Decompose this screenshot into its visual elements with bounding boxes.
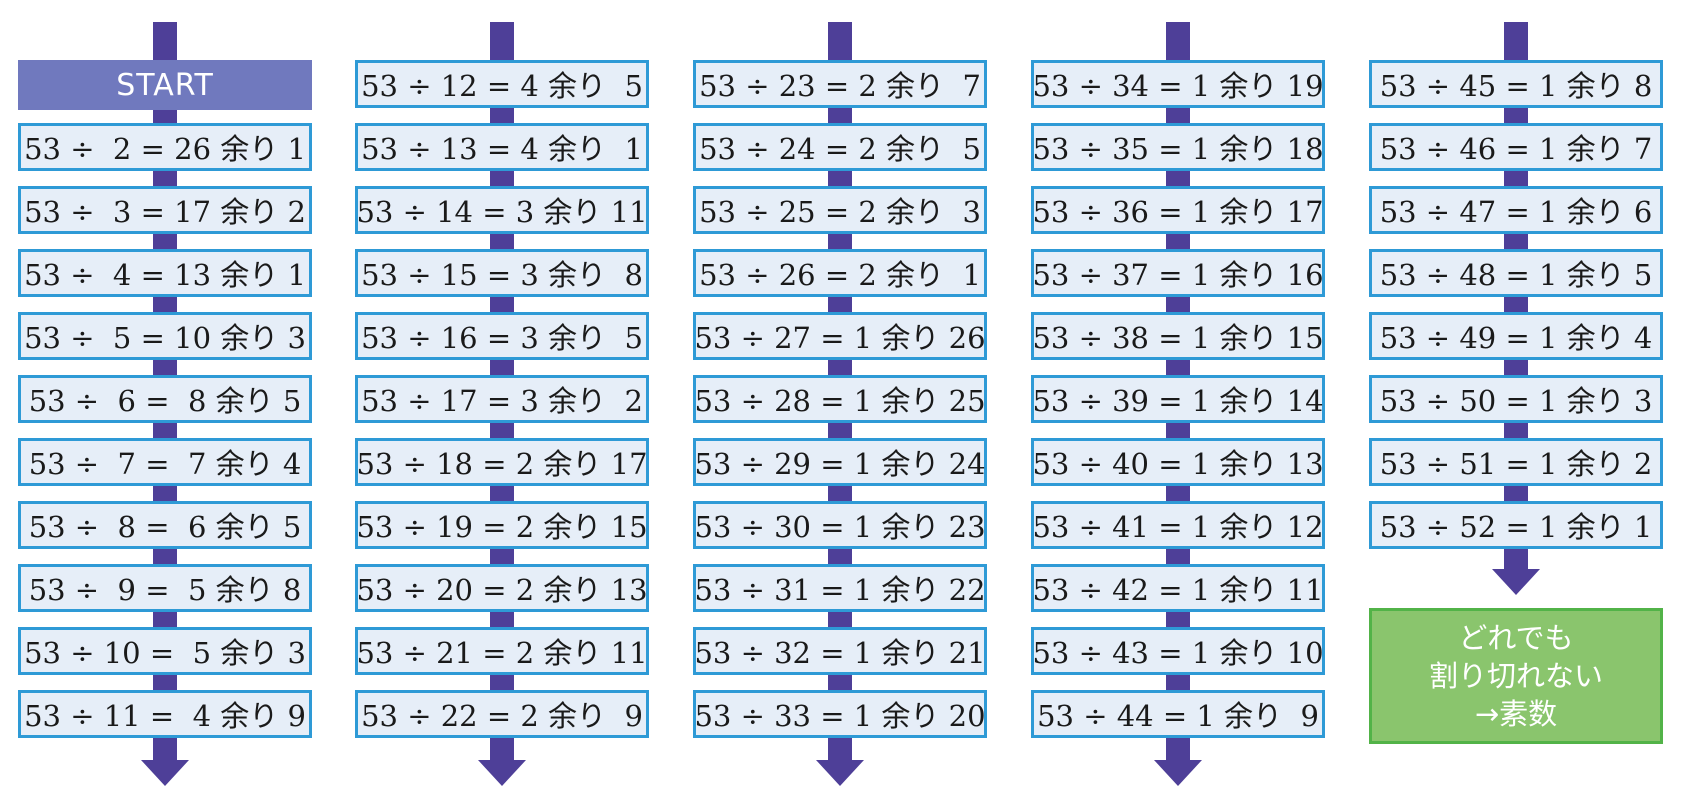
division-box: 53 ÷ 35 = 1 余り 18 bbox=[1031, 123, 1325, 171]
division-box: 53 ÷ 41 = 1 余り 12 bbox=[1031, 501, 1325, 549]
division-box: 53 ÷ 4 = 13 余り 1 bbox=[18, 249, 312, 297]
division-box: 53 ÷ 10 = 5 余り 3 bbox=[18, 627, 312, 675]
division-box: 53 ÷ 20 = 2 余り 13 bbox=[355, 564, 649, 612]
division-box: 53 ÷ 11 = 4 余り 9 bbox=[18, 690, 312, 738]
division-box: 53 ÷ 36 = 1 余り 17 bbox=[1031, 186, 1325, 234]
flow-column-1: START 53 ÷ 2 = 26 余り 1 53 ÷ 3 = 17 余り 2 53… bbox=[18, 0, 312, 809]
flow-column-2: 53 ÷ 12 = 4 余り 5 53 ÷ 13 = 4 余り 1 53 ÷ 14 … bbox=[355, 0, 649, 809]
division-box: 53 ÷ 33 = 1 余り 20 bbox=[693, 690, 987, 738]
division-box: 53 ÷ 9 = 5 余り 8 bbox=[18, 564, 312, 612]
division-box: 53 ÷ 24 = 2 余り 5 bbox=[693, 123, 987, 171]
division-box: 53 ÷ 32 = 1 余り 21 bbox=[693, 627, 987, 675]
flow-column-4: 53 ÷ 34 = 1 余り 19 53 ÷ 35 = 1 余り 18 53 ÷ 3… bbox=[1031, 0, 1325, 809]
division-box: 53 ÷ 28 = 1 余り 25 bbox=[693, 375, 987, 423]
division-box: 53 ÷ 15 = 3 余り 8 bbox=[355, 249, 649, 297]
division-box: 53 ÷ 13 = 4 余り 1 bbox=[355, 123, 649, 171]
division-box: 53 ÷ 49 = 1 余り 4 bbox=[1369, 312, 1663, 360]
result-line-2: 割り切れない bbox=[1428, 659, 1603, 693]
division-box: 53 ÷ 37 = 1 余り 16 bbox=[1031, 249, 1325, 297]
division-box: 53 ÷ 31 = 1 余り 22 bbox=[693, 564, 987, 612]
division-box: 53 ÷ 25 = 2 余り 3 bbox=[693, 186, 987, 234]
division-box: 53 ÷ 5 = 10 余り 3 bbox=[18, 312, 312, 360]
result-line-3: →素数 bbox=[1474, 697, 1558, 731]
division-box: 53 ÷ 39 = 1 余り 14 bbox=[1031, 375, 1325, 423]
arrow-down-icon bbox=[1154, 760, 1202, 786]
division-box: 53 ÷ 26 = 2 余り 1 bbox=[693, 249, 987, 297]
result-box: どれでも 割り切れない →素数 bbox=[1369, 608, 1663, 744]
division-box: 53 ÷ 19 = 2 余り 15 bbox=[355, 501, 649, 549]
division-box: 53 ÷ 21 = 2 余り 11 bbox=[355, 627, 649, 675]
division-box: 53 ÷ 3 = 17 余り 2 bbox=[18, 186, 312, 234]
flow-column-3: 53 ÷ 23 = 2 余り 7 53 ÷ 24 = 2 余り 5 53 ÷ 25 … bbox=[693, 0, 987, 809]
division-box: 53 ÷ 17 = 3 余り 2 bbox=[355, 375, 649, 423]
division-box: 53 ÷ 14 = 3 余り 11 bbox=[355, 186, 649, 234]
division-box: 53 ÷ 44 = 1 余り 9 bbox=[1031, 690, 1325, 738]
division-box: 53 ÷ 2 = 26 余り 1 bbox=[18, 123, 312, 171]
division-box: 53 ÷ 18 = 2 余り 17 bbox=[355, 438, 649, 486]
division-box: 53 ÷ 22 = 2 余り 9 bbox=[355, 690, 649, 738]
division-box: 53 ÷ 40 = 1 余り 13 bbox=[1031, 438, 1325, 486]
division-box: 53 ÷ 42 = 1 余り 11 bbox=[1031, 564, 1325, 612]
division-box: 53 ÷ 50 = 1 余り 3 bbox=[1369, 375, 1663, 423]
division-box: 53 ÷ 51 = 1 余り 2 bbox=[1369, 438, 1663, 486]
division-box: 53 ÷ 7 = 7 余り 4 bbox=[18, 438, 312, 486]
arrow-down-icon bbox=[141, 760, 189, 786]
division-box: 53 ÷ 38 = 1 余り 15 bbox=[1031, 312, 1325, 360]
division-box: 53 ÷ 30 = 1 余り 23 bbox=[693, 501, 987, 549]
division-box: 53 ÷ 27 = 1 余り 26 bbox=[693, 312, 987, 360]
division-box: 53 ÷ 47 = 1 余り 6 bbox=[1369, 186, 1663, 234]
division-box: 53 ÷ 43 = 1 余り 10 bbox=[1031, 627, 1325, 675]
division-box: 53 ÷ 16 = 3 余り 5 bbox=[355, 312, 649, 360]
flow-column-5: どれでも 割り切れない →素数 53 ÷ 45 = 1 余り 8 53 ÷ 46 … bbox=[1369, 0, 1663, 809]
division-box: 53 ÷ 48 = 1 余り 5 bbox=[1369, 249, 1663, 297]
division-box: 53 ÷ 6 = 8 余り 5 bbox=[18, 375, 312, 423]
division-box: 53 ÷ 45 = 1 余り 8 bbox=[1369, 60, 1663, 108]
arrow-down-icon bbox=[816, 760, 864, 786]
division-box: 53 ÷ 8 = 6 余り 5 bbox=[18, 501, 312, 549]
division-box: 53 ÷ 12 = 4 余り 5 bbox=[355, 60, 649, 108]
result-line-1: どれでも bbox=[1458, 621, 1574, 655]
division-box: 53 ÷ 23 = 2 余り 7 bbox=[693, 60, 987, 108]
division-box: 53 ÷ 29 = 1 余り 24 bbox=[693, 438, 987, 486]
division-box: 53 ÷ 46 = 1 余り 7 bbox=[1369, 123, 1663, 171]
arrow-down-icon bbox=[478, 760, 526, 786]
arrow-down-icon bbox=[1492, 569, 1540, 595]
division-box: 53 ÷ 34 = 1 余り 19 bbox=[1031, 60, 1325, 108]
start-box: START bbox=[18, 60, 312, 110]
division-box: 53 ÷ 52 = 1 余り 1 bbox=[1369, 501, 1663, 549]
